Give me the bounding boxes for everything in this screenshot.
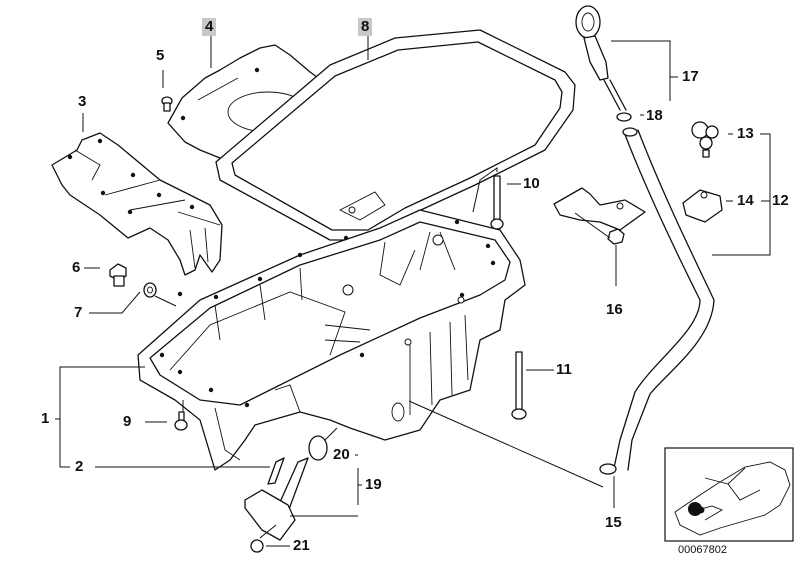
- part-18-o-ring[interactable]: [616, 112, 632, 122]
- dipstick-guide-tube[interactable]: [613, 127, 715, 471]
- callout-14[interactable]: 14: [737, 192, 754, 209]
- callout-21[interactable]: 21: [293, 537, 310, 554]
- part-13-clip[interactable]: [691, 121, 719, 158]
- callout-10[interactable]: 10: [523, 175, 540, 192]
- callout-2[interactable]: 2: [75, 458, 84, 475]
- callout-11[interactable]: 11: [556, 361, 572, 378]
- callout-4[interactable]: 4: [202, 18, 217, 36]
- callout-7[interactable]: 7: [74, 304, 83, 321]
- part-19-oil-pump-suction-pipe[interactable]: [244, 457, 309, 541]
- part-11-long-bolt[interactable]: [511, 351, 527, 420]
- drawing-number: 00067802: [678, 544, 727, 556]
- part-17-oil-dipstick[interactable]: [575, 5, 627, 111]
- part-20-o-ring[interactable]: [308, 435, 328, 461]
- callout-6[interactable]: 6: [72, 259, 81, 276]
- part-7-sealing-ring[interactable]: [143, 282, 157, 298]
- part-14-holder[interactable]: [682, 189, 723, 223]
- part-10-bolt[interactable]: [490, 175, 504, 230]
- leader-lines: [55, 26, 771, 547]
- callout-15[interactable]: 15: [605, 514, 622, 531]
- part-8-oil-pan-gasket[interactable]: [215, 29, 576, 241]
- part-2-bracket[interactable]: [267, 457, 285, 485]
- callout-17[interactable]: 17: [682, 68, 699, 85]
- car-location-inset: [664, 447, 794, 542]
- part-15-o-ring[interactable]: [599, 463, 617, 475]
- callout-3[interactable]: 3: [78, 93, 87, 110]
- part-9-screw[interactable]: [174, 411, 188, 431]
- location-marker: [688, 502, 702, 516]
- callout-1[interactable]: 1: [41, 410, 50, 427]
- callout-19[interactable]: 19: [365, 476, 382, 493]
- part-16-screw[interactable]: [607, 228, 625, 245]
- callout-12[interactable]: 12: [772, 192, 789, 209]
- part-bracket[interactable]: [553, 187, 646, 231]
- callout-5[interactable]: 5: [156, 47, 165, 64]
- part-3-baffle-plate[interactable]: [51, 132, 223, 276]
- callout-9[interactable]: 9: [123, 413, 132, 430]
- part-6-drain-plug[interactable]: [109, 263, 127, 287]
- callout-16[interactable]: 16: [606, 301, 623, 318]
- part-21-nut[interactable]: [250, 539, 264, 553]
- callout-18[interactable]: 18: [646, 107, 663, 124]
- callout-20[interactable]: 20: [333, 446, 350, 463]
- callout-13[interactable]: 13: [737, 125, 754, 142]
- part-5-screw[interactable]: [161, 96, 173, 112]
- part-1-oil-pan[interactable]: [137, 209, 526, 471]
- callout-8[interactable]: 8: [358, 18, 373, 36]
